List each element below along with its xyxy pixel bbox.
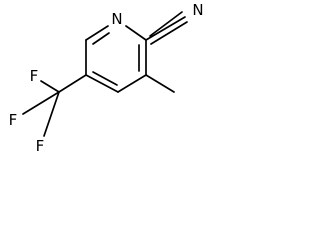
double-bond-c6-n1-inner — [92, 32, 110, 45]
trifluoromethyl-group — [22, 74, 87, 137]
bond-n1-c2 — [125, 25, 147, 41]
bond-ring-to-cf3 — [58, 74, 87, 93]
bond-c-f-left — [22, 91, 60, 115]
bond-c-f-bottom — [43, 91, 60, 137]
bond-c3-c4 — [117, 74, 147, 93]
bond-c-f-top — [40, 80, 60, 93]
methyl-bond — [145, 74, 175, 93]
nitrile-nitrogen-label: N — [192, 1, 203, 19]
nitrile-group — [145, 11, 188, 45]
ring-nitrogen-label: N — [111, 10, 122, 28]
fluorine-left-label: F — [9, 111, 18, 129]
double-bond-c4-c5-inner — [92, 71, 118, 86]
nitrile-bond-center — [145, 16, 186, 41]
bond-c4-c5 — [85, 74, 119, 93]
fluorine-bottom-label: F — [36, 137, 45, 155]
molecule-structure: N N F F F — [9, 1, 204, 155]
bond-c6-n1 — [85, 25, 109, 41]
fluorine-top-label: F — [30, 67, 39, 85]
nitrile-bond-upper — [149, 11, 183, 37]
pyridine-ring — [85, 25, 147, 93]
nitrile-bond-lower — [150, 21, 188, 45]
